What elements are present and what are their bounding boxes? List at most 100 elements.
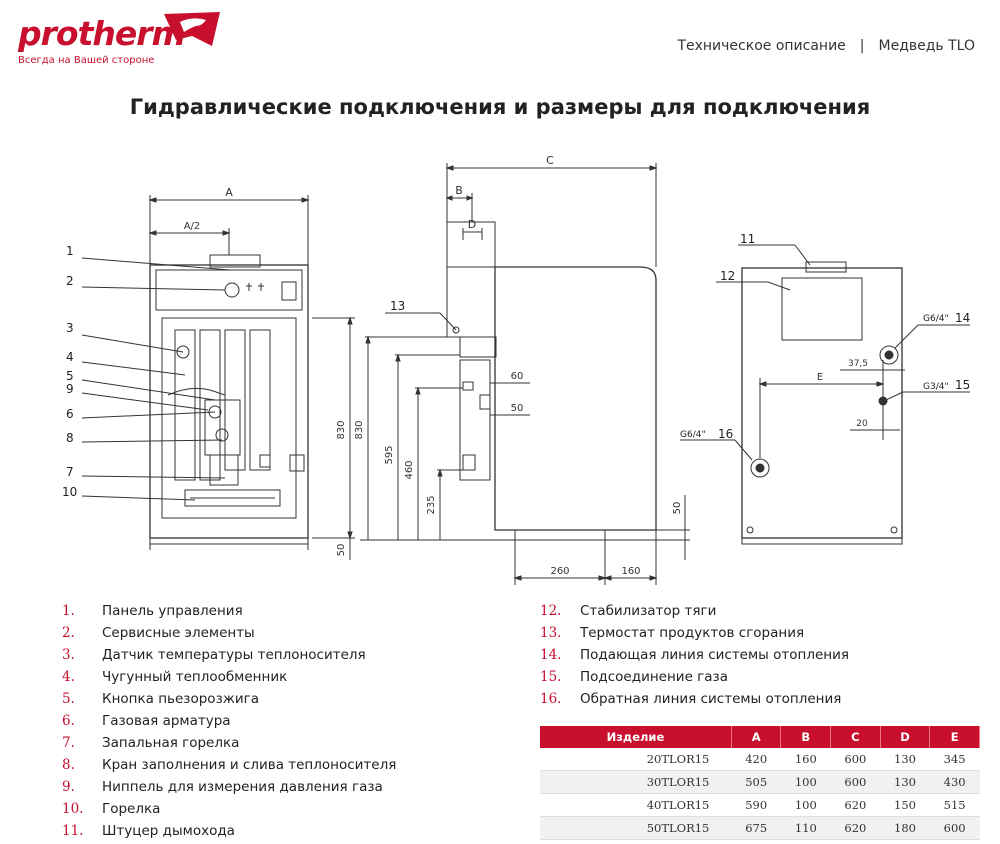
cell-model: 40TLOR15 [540, 793, 732, 817]
col-header-b: B [780, 726, 832, 748]
callout-2: 2 [66, 274, 74, 288]
legend-item: 6. Газовая арматура [62, 710, 396, 732]
legend-text: Запальная горелка [102, 735, 240, 751]
side-dim-50-b: 50 [672, 502, 683, 515]
callout-3: 3 [66, 321, 74, 335]
legend-number: 11. [62, 823, 84, 839]
legend-text: Газовая арматура [102, 713, 231, 729]
side-dim-830: 830 [354, 420, 365, 439]
legend-number: 9. [62, 779, 75, 795]
legend-text: Датчик температуры теплоносителя [102, 647, 366, 663]
legend-text: Сервисные элементы [102, 625, 255, 641]
technical-drawings: A A/2 830 50 1 2 3 4 5 9 6 8 [62, 154, 970, 585]
legend-number: 1. [62, 603, 75, 619]
side-dim-460: 460 [404, 460, 415, 479]
callout-13: 13 [390, 299, 405, 313]
callout-7: 7 [66, 465, 74, 479]
brand-name: protherm [18, 14, 186, 53]
legend-item: 14. Подающая линия системы отопления [540, 644, 849, 666]
cell-a: 420 [731, 748, 781, 771]
col-header-e: E [929, 726, 980, 748]
legend-item: 11. Штуцер дымохода [62, 820, 396, 842]
legend-item: 5. Кнопка пьезорозжига [62, 688, 396, 710]
rear-view-drawing: 11 12 14 15 16 G6/4" G3/4" G6/4" E 37,5 … [680, 232, 970, 545]
callout-10: 10 [62, 485, 77, 499]
legend-number: 6. [62, 713, 75, 729]
label-g34-gas: G3/4" [923, 382, 949, 392]
side-dim-50-a: 50 [511, 403, 524, 414]
legend-number: 10. [62, 801, 84, 817]
dim-e-label: E [817, 372, 823, 383]
cell-b: 100 [780, 793, 831, 817]
legend-number: 5. [62, 691, 75, 707]
legend-item: 7. Запальная горелка [62, 732, 396, 754]
legend-number: 2. [62, 625, 75, 641]
callout-14: 14 [955, 311, 970, 325]
legend-list-right: 12.Стабилизатор тяги 13.Термостат продук… [540, 600, 849, 710]
legend-text: Обратная линия системы отопления [580, 691, 842, 707]
panther-logo-icon [164, 12, 220, 46]
legend-item: 3. Датчик температуры теплоносителя [62, 644, 396, 666]
dim-b-label: B [455, 184, 463, 197]
legend-number: 7. [62, 735, 75, 751]
table-row: 40TLOR15 590 100 620 150 515 [540, 793, 980, 817]
legend-number: 3. [62, 647, 75, 663]
brand-tagline: Всегда на Вашей стороне [18, 55, 155, 66]
legend-item: 16. Обратная линия системы отопления [540, 688, 849, 710]
front-dim-50: 50 [336, 544, 347, 557]
legend-item: 13.Термостат продуктов сгорания [540, 622, 849, 644]
legend-item: 12.Стабилизатор тяги [540, 600, 849, 622]
cell-c: 620 [830, 816, 881, 840]
cell-e: 515 [929, 793, 980, 817]
callout-4: 4 [66, 350, 74, 364]
side-dim-595: 595 [384, 445, 395, 464]
legend-number: 14. [540, 647, 562, 663]
legend-item: 1. Панель управления [62, 600, 396, 622]
cell-a: 590 [731, 793, 781, 817]
col-header-a: A [731, 726, 782, 748]
legend-text: Термостат продуктов сгорания [580, 625, 805, 641]
legend-number: 15. [540, 669, 562, 685]
legend-number: 16. [540, 691, 562, 707]
table-header-row: Изделие A B C D E [540, 726, 980, 748]
front-view-drawing: A A/2 830 50 1 2 3 4 5 9 6 8 [62, 186, 355, 560]
dim-a-half-label: A/2 [184, 221, 201, 232]
legend-item: 15. Подсоединение газа [540, 666, 849, 688]
callout-16: 16 [718, 427, 733, 441]
dim-a-label: A [225, 186, 233, 199]
col-header-c: C [830, 726, 881, 748]
cell-e: 600 [929, 816, 980, 840]
legend-text: Подсоединение газа [580, 669, 728, 685]
legend-item: 4.Чугунный теплообменник [62, 666, 396, 688]
callout-5: 5 [66, 369, 74, 383]
cell-d: 150 [880, 793, 930, 817]
col-header-model: Изделие [540, 726, 732, 748]
cell-b: 160 [780, 748, 831, 771]
legend-text: Стабилизатор тяги [580, 603, 717, 619]
cell-e: 345 [929, 748, 980, 771]
side-view-drawing: C B D 830 595 460 235 60 50 [354, 154, 690, 585]
cell-model: 30TLOR15 [540, 770, 732, 794]
legend-text: Панель управления [102, 603, 243, 619]
doc-type: Техническое описание [677, 38, 846, 54]
cell-c: 600 [830, 748, 881, 771]
table-row: 20TLOR15 420 160 600 130 345 [540, 748, 980, 771]
product-name: Медведь TLO [878, 38, 976, 54]
side-dim-160: 160 [621, 566, 640, 577]
cell-d: 180 [880, 816, 930, 840]
legend-text: Горелка [102, 801, 161, 817]
side-dim-60: 60 [511, 371, 524, 382]
legend-text: Кнопка пьезорозжига [102, 691, 260, 707]
legend-text: Подающая линия системы отопления [580, 647, 849, 663]
cell-d: 130 [880, 770, 930, 794]
legend-item: 8.Кран заполнения и слива теплоносителя [62, 754, 396, 776]
page-title: Гидравлические подключения и размеры для… [129, 95, 871, 119]
legend-text: Штуцер дымохода [102, 823, 235, 839]
cell-e: 430 [929, 770, 980, 794]
label-g64-return: G6/4" [680, 430, 706, 440]
col-header-d: D [880, 726, 931, 748]
legend-text: Чугунный теплообменник [102, 669, 288, 685]
header-separator: | [859, 38, 865, 54]
front-dim-830: 830 [336, 420, 347, 439]
cell-a: 675 [731, 816, 781, 840]
